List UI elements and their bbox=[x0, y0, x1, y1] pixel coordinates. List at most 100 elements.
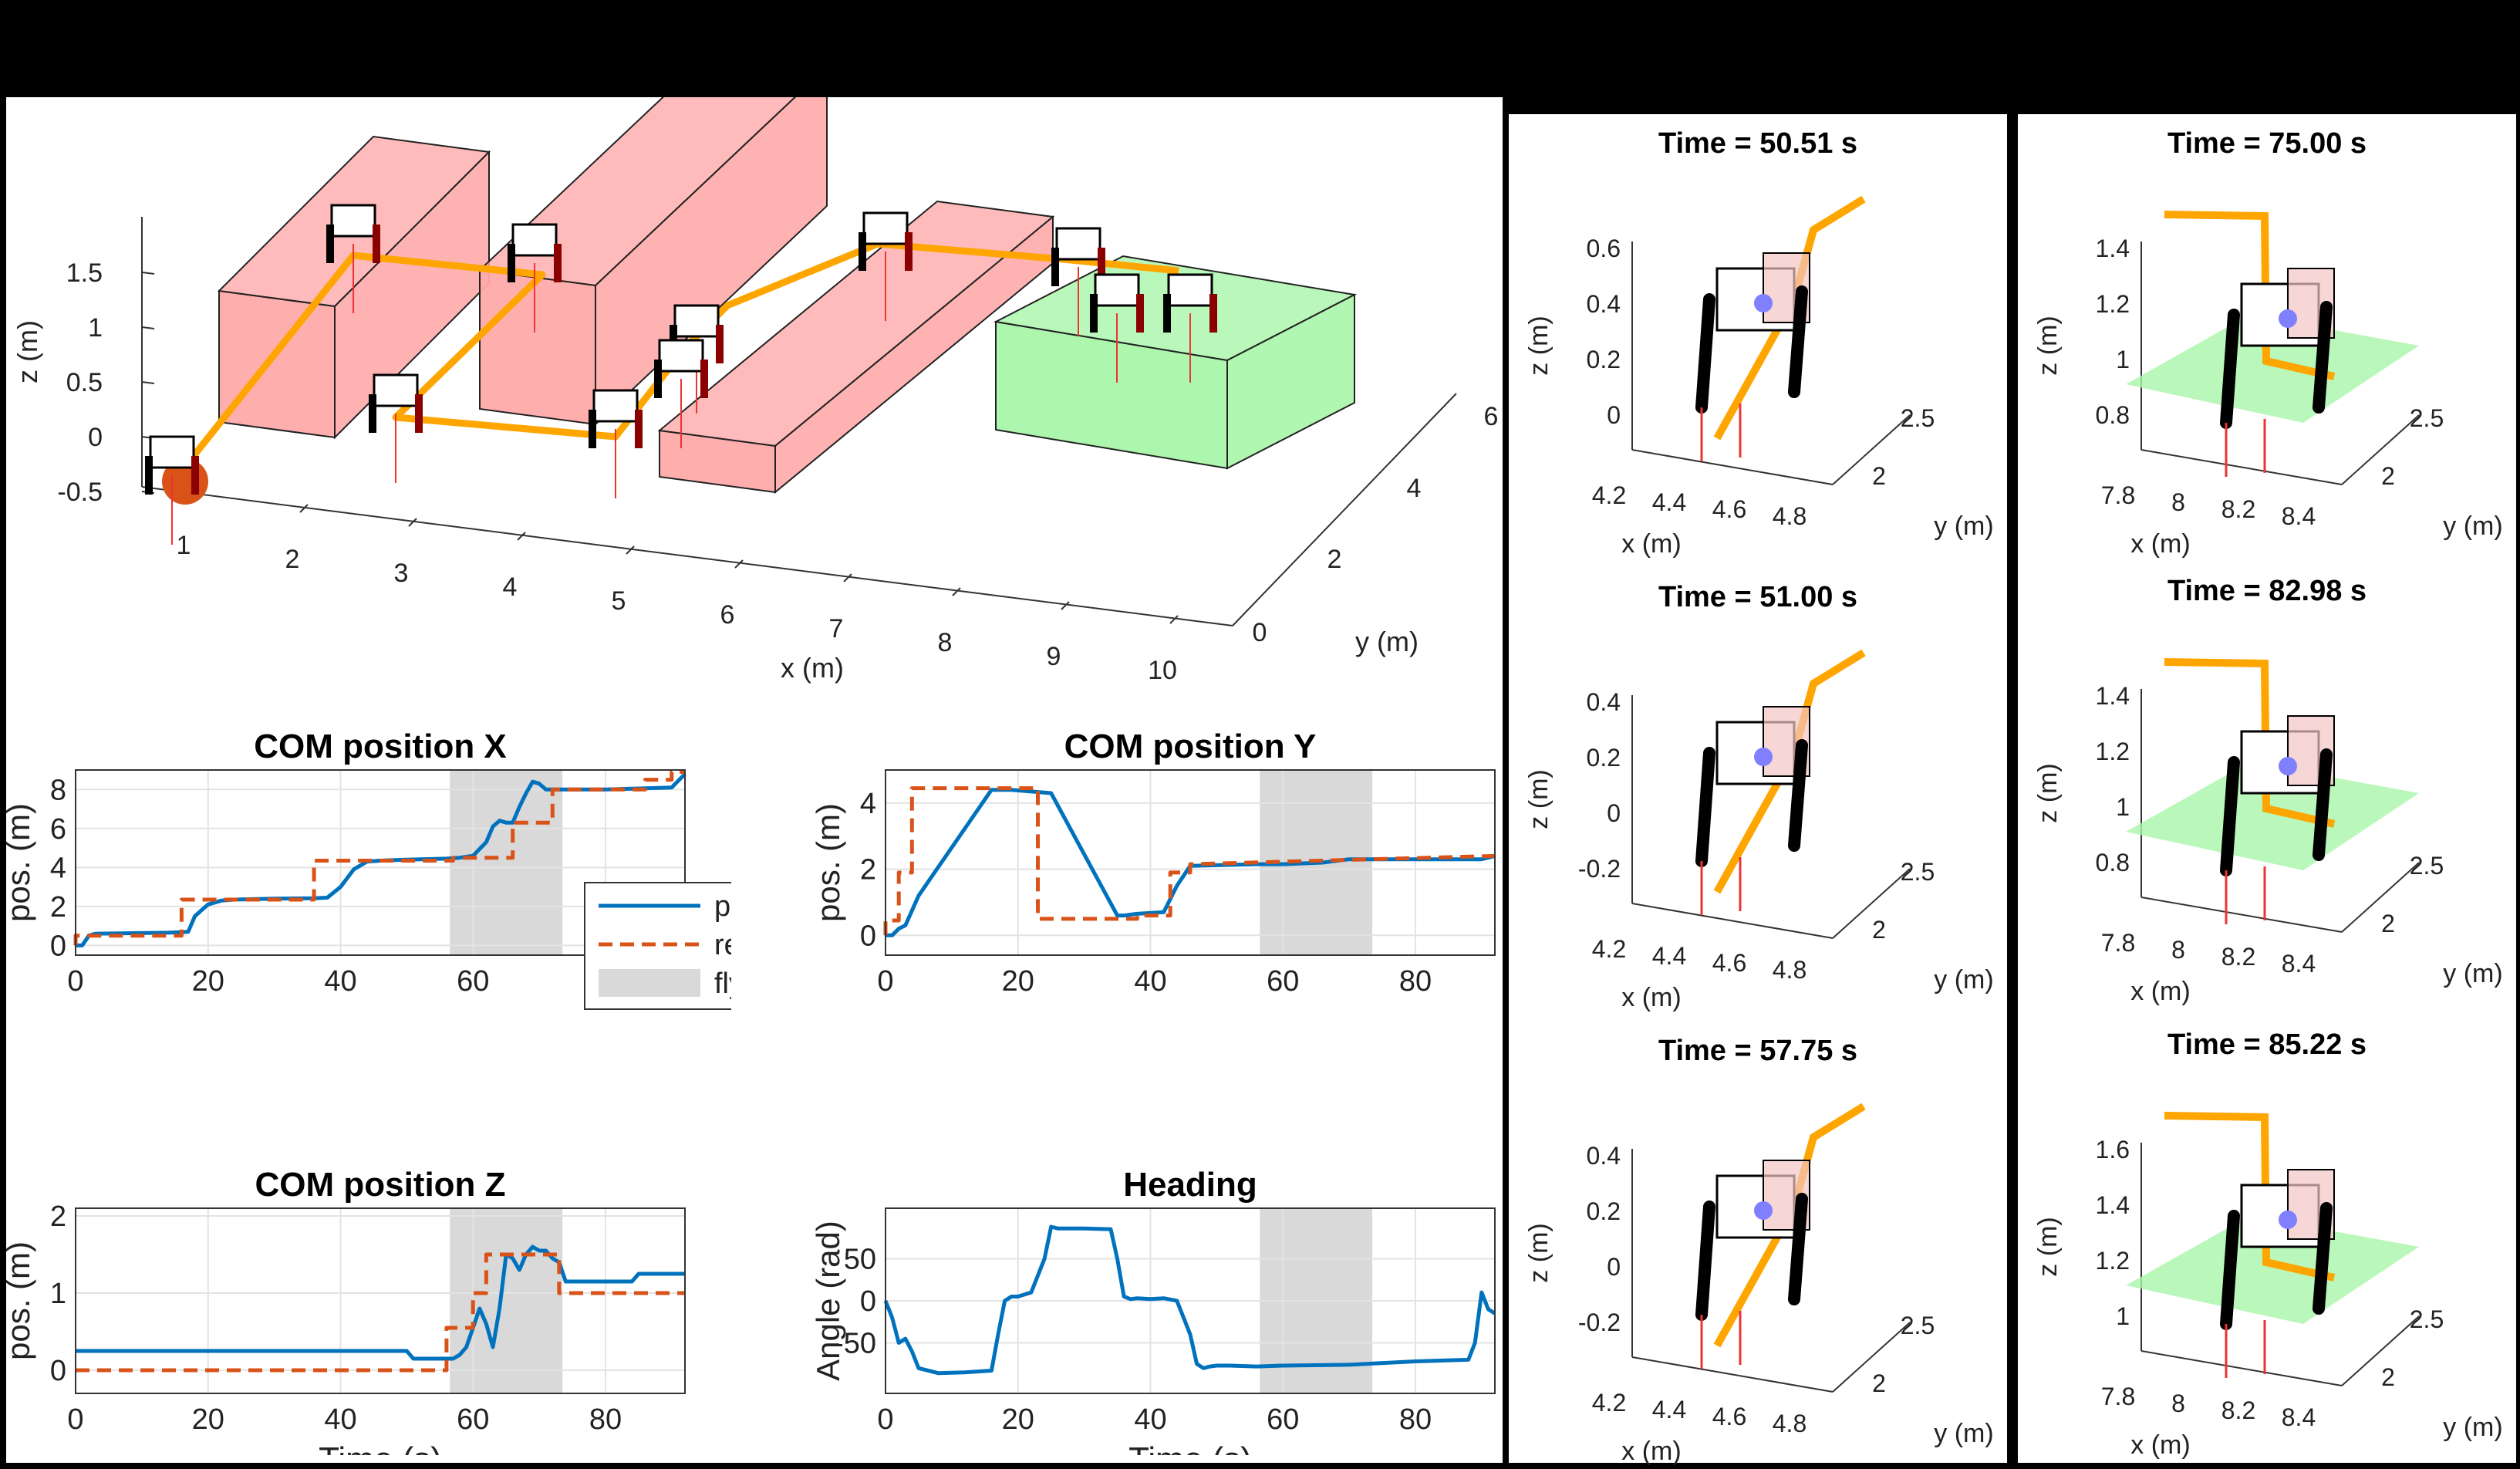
snapshot-title: Time = 57.75 s bbox=[1658, 1035, 1857, 1067]
z-tick-label: 0.4 bbox=[1587, 290, 1621, 318]
x-tick-label: 4 bbox=[503, 572, 518, 602]
x-tick-label: 20 bbox=[1002, 1403, 1034, 1436]
z-tick-label: -0.2 bbox=[1578, 1309, 1621, 1336]
z-tick-label: -0.2 bbox=[1578, 855, 1621, 883]
z-tick-label: 0 bbox=[1607, 401, 1621, 429]
x-tick-label: 8.2 bbox=[2221, 495, 2255, 523]
y-tick-label: 2.5 bbox=[2410, 852, 2444, 880]
y-tick-label: 4 bbox=[1407, 474, 1422, 503]
x-axis-label: x (m) bbox=[2130, 977, 2190, 1006]
z-tick-mark bbox=[141, 272, 155, 275]
series-pos bbox=[76, 1244, 685, 1361]
legend-label-pos: pos bbox=[714, 890, 731, 923]
z-tick-label: 0 bbox=[88, 423, 103, 452]
goal-platform-side-face bbox=[1226, 293, 1355, 470]
x-tick-label: 8 bbox=[2171, 488, 2185, 516]
y-axis-line bbox=[2341, 862, 2420, 933]
chart-title: COM position Y bbox=[1064, 728, 1317, 765]
legend-label-flying: flying bbox=[714, 968, 731, 1000]
y-tick-label: 50 bbox=[844, 1243, 876, 1275]
robot-leg bbox=[1788, 739, 1808, 852]
y-axis-label: y (m) bbox=[1934, 965, 1993, 995]
x-tick-label: 0 bbox=[67, 1403, 83, 1436]
z-tick-label: 1.5 bbox=[66, 258, 103, 288]
robot-body bbox=[373, 373, 419, 407]
z-tick-label: 0.4 bbox=[1587, 1142, 1621, 1170]
x-axis-line bbox=[1631, 449, 1833, 485]
robot-leg bbox=[1788, 285, 1808, 398]
robot-leg bbox=[1788, 1193, 1808, 1305]
x-axis-line bbox=[2140, 1350, 2343, 1386]
x-tick-label: 9 bbox=[1047, 642, 1061, 671]
robot-leg bbox=[2313, 301, 2333, 414]
x-tick-label: 40 bbox=[324, 1403, 356, 1436]
z-tick-label: 0.4 bbox=[1587, 688, 1621, 716]
com-marker bbox=[2279, 757, 2297, 775]
x-tick-label: 4.6 bbox=[1712, 949, 1746, 977]
robot-body bbox=[658, 339, 704, 373]
x-tick-label: 60 bbox=[457, 965, 489, 998]
y-axis-line bbox=[2341, 1315, 2420, 1386]
x-tick-label: 4.4 bbox=[1652, 942, 1686, 970]
y-tick-label: 2.5 bbox=[1901, 404, 1935, 432]
x-tick-mark bbox=[299, 504, 309, 513]
z-axis-label: z (m) bbox=[1524, 769, 1553, 829]
x-tick-mark bbox=[626, 545, 635, 555]
y-tick-label: 2.5 bbox=[1901, 1312, 1935, 1339]
y-tick-label: 4 bbox=[50, 852, 66, 884]
trajectory-path bbox=[184, 240, 1179, 466]
x-tick-label: 6 bbox=[720, 600, 735, 630]
y-tick-label: 1 bbox=[50, 1278, 66, 1310]
x-tick-label: 4.6 bbox=[1712, 1403, 1746, 1430]
x-tick-mark bbox=[1169, 615, 1179, 624]
y-tick-label: 4 bbox=[860, 788, 876, 820]
x-tick-label: 20 bbox=[192, 1403, 224, 1436]
z-tick-label: 1.2 bbox=[2096, 738, 2130, 765]
x-tick-label: 80 bbox=[1399, 965, 1432, 998]
robot-leg bbox=[1695, 293, 1715, 414]
x-tick-mark bbox=[408, 518, 417, 527]
series-ref bbox=[883, 786, 1496, 936]
y-tick-label: 2 bbox=[1872, 1369, 1886, 1397]
y-axis-label: y (m) bbox=[2443, 959, 2502, 988]
x-tick-label: 1 bbox=[177, 531, 191, 560]
y-axis-label: y (m) bbox=[1355, 626, 1419, 657]
obstacle-3-side-face bbox=[774, 214, 1054, 495]
x-tick-label: 80 bbox=[589, 1403, 622, 1436]
x-tick-label: 4.2 bbox=[1592, 935, 1626, 963]
x-axis-line bbox=[141, 486, 1233, 626]
robot-body bbox=[862, 211, 909, 245]
x-tick-label: 8.4 bbox=[2282, 950, 2316, 978]
snapshot-title: Time = 85.22 s bbox=[2167, 1028, 2367, 1061]
y-axis-line bbox=[2341, 414, 2420, 485]
x-tick-label: 2 bbox=[285, 545, 300, 574]
snapshot-title: Time = 82.98 s bbox=[2167, 575, 2367, 607]
x-axis-label: x (m) bbox=[781, 652, 844, 684]
x-tick-label: 4.8 bbox=[1773, 956, 1807, 984]
y-tick-label: 6 bbox=[50, 813, 66, 846]
legend-swatch-flying bbox=[599, 969, 700, 997]
y-tick-label: 2 bbox=[860, 854, 876, 886]
com-marker bbox=[1754, 748, 1773, 766]
y-tick-label: 0 bbox=[50, 930, 66, 962]
z-axis-label: z (m) bbox=[1524, 1223, 1553, 1282]
z-axis-label: z (m) bbox=[12, 320, 43, 383]
com-marker bbox=[1754, 294, 1773, 312]
y-tick-label: 0 bbox=[860, 920, 876, 952]
robot-leg bbox=[2313, 748, 2333, 861]
y-axis-line bbox=[1832, 1322, 1911, 1393]
x-axis-line bbox=[2140, 449, 2343, 485]
x-tick-label: 40 bbox=[1134, 1403, 1166, 1436]
robot-body bbox=[1094, 273, 1140, 307]
x-tick-label: 4.4 bbox=[1652, 488, 1686, 516]
z-tick-label: 1.2 bbox=[2096, 290, 2130, 318]
robot-leg bbox=[2313, 1202, 2333, 1315]
z-tick-label: 0.2 bbox=[1587, 1197, 1621, 1225]
ground-plane bbox=[2126, 1216, 2419, 1324]
x-tick-label: 8 bbox=[2171, 936, 2185, 964]
